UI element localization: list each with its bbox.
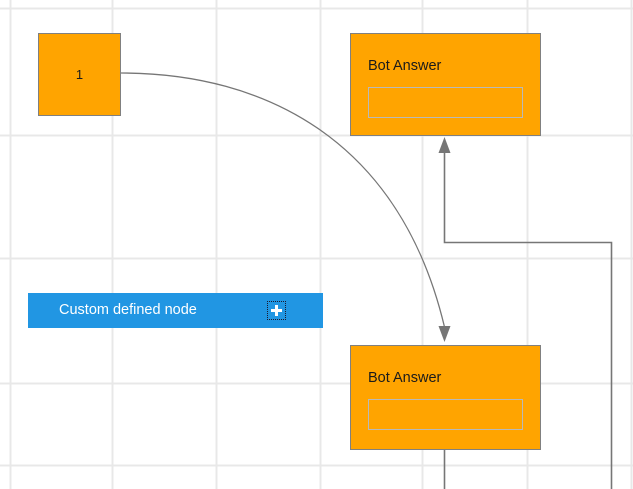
palette-item-label: Custom defined node — [59, 302, 197, 319]
plus-icon[interactable] — [267, 301, 286, 320]
node-index-label: 1 — [75, 67, 84, 82]
node-bot-answer-top[interactable]: Bot Answer — [350, 33, 541, 136]
edge-curved-arrowhead — [438, 326, 451, 342]
node-bot-answer-bottom[interactable]: Bot Answer — [350, 345, 541, 450]
bot-answer-text-field[interactable] — [368, 399, 523, 430]
palette-item-custom-defined-node[interactable]: Custom defined node — [28, 293, 323, 328]
bot-answer-text-field[interactable] — [368, 87, 523, 118]
node-title: Bot Answer — [368, 58, 442, 74]
node-1[interactable]: 1 — [38, 33, 121, 116]
edge-orthogonal-arrowhead — [438, 137, 451, 153]
node-title: Bot Answer — [368, 370, 442, 386]
